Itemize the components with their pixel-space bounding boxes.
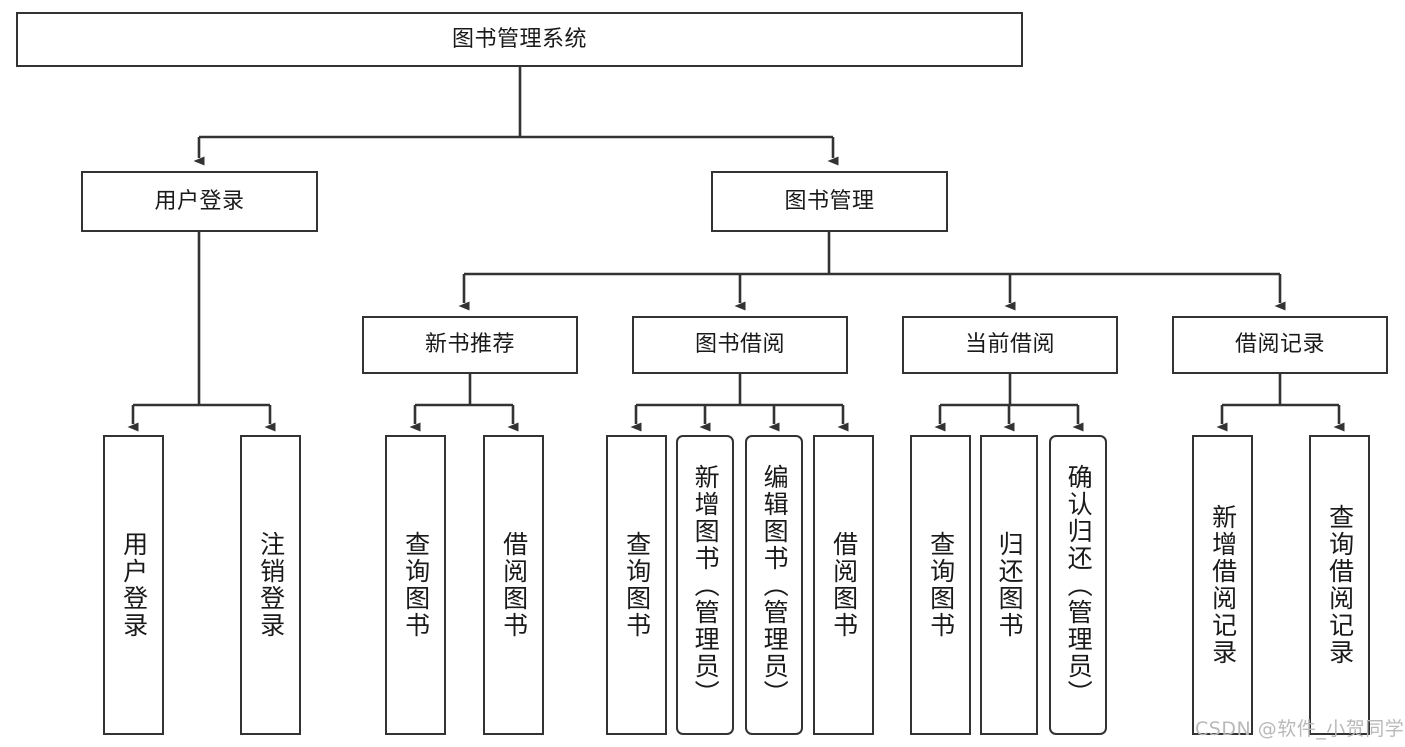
node-leaf-add-record-label: 新增借阅记录 xyxy=(1208,504,1238,666)
watermark-text: CSDN @软件_小贺同学 xyxy=(1195,718,1405,740)
node-book-manage[interactable]: 图书管理 xyxy=(711,171,948,232)
node-leaf-logout-login-label: 注销登录 xyxy=(256,531,286,639)
node-leaf-borrow-book-1[interactable]: 借阅图书 xyxy=(483,435,544,735)
node-leaf-edit-book[interactable]: 编辑图书（管理员） xyxy=(745,435,803,735)
node-new-book-recommend[interactable]: 新书推荐 xyxy=(362,316,578,374)
node-leaf-return-book-label: 归还图书 xyxy=(995,531,1025,639)
node-leaf-add-book[interactable]: 新增图书（管理员） xyxy=(676,435,734,735)
node-new-book-recommend-label: 新书推荐 xyxy=(424,332,515,358)
node-book-manage-label: 图书管理 xyxy=(784,188,875,214)
node-leaf-return-book[interactable]: 归还图书 xyxy=(980,435,1038,735)
node-leaf-edit-book-label: 编辑图书（管理员） xyxy=(760,463,790,707)
node-leaf-query-book-2[interactable]: 查询图书 xyxy=(606,435,667,735)
node-borrow-record-label: 借阅记录 xyxy=(1234,332,1325,358)
node-leaf-borrow-book-1-label: 借阅图书 xyxy=(499,531,529,639)
node-book-borrow[interactable]: 图书借阅 xyxy=(632,316,848,374)
node-user-login-label: 用户登录 xyxy=(154,188,245,214)
node-leaf-logout-login[interactable]: 注销登录 xyxy=(240,435,301,735)
node-current-borrow-label: 当前借阅 xyxy=(964,332,1055,358)
node-leaf-query-book-2-label: 查询图书 xyxy=(622,531,652,639)
node-user-login[interactable]: 用户登录 xyxy=(81,171,318,232)
node-current-borrow[interactable]: 当前借阅 xyxy=(902,316,1118,374)
node-leaf-user-login[interactable]: 用户登录 xyxy=(103,435,164,735)
node-leaf-add-book-label: 新增图书（管理员） xyxy=(691,463,721,707)
node-leaf-borrow-book-2[interactable]: 借阅图书 xyxy=(813,435,874,735)
node-book-borrow-label: 图书借阅 xyxy=(694,332,785,358)
node-leaf-query-book-3-label: 查询图书 xyxy=(926,531,956,639)
node-leaf-query-book-1[interactable]: 查询图书 xyxy=(385,435,446,735)
node-leaf-confirm-return-label: 确认归还（管理员） xyxy=(1064,463,1094,707)
node-leaf-borrow-book-2-label: 借阅图书 xyxy=(829,531,859,639)
node-leaf-user-login-label: 用户登录 xyxy=(119,531,149,639)
node-leaf-query-book-1-label: 查询图书 xyxy=(401,531,431,639)
node-leaf-confirm-return[interactable]: 确认归还（管理员） xyxy=(1049,435,1107,735)
node-leaf-query-book-3[interactable]: 查询图书 xyxy=(910,435,971,735)
node-leaf-query-record[interactable]: 查询借阅记录 xyxy=(1309,435,1370,735)
node-leaf-query-record-label: 查询借阅记录 xyxy=(1325,504,1355,666)
node-borrow-record[interactable]: 借阅记录 xyxy=(1172,316,1388,374)
node-root[interactable]: 图书管理系统 xyxy=(16,12,1023,67)
node-leaf-add-record[interactable]: 新增借阅记录 xyxy=(1192,435,1253,735)
node-root-label: 图书管理系统 xyxy=(451,26,587,52)
